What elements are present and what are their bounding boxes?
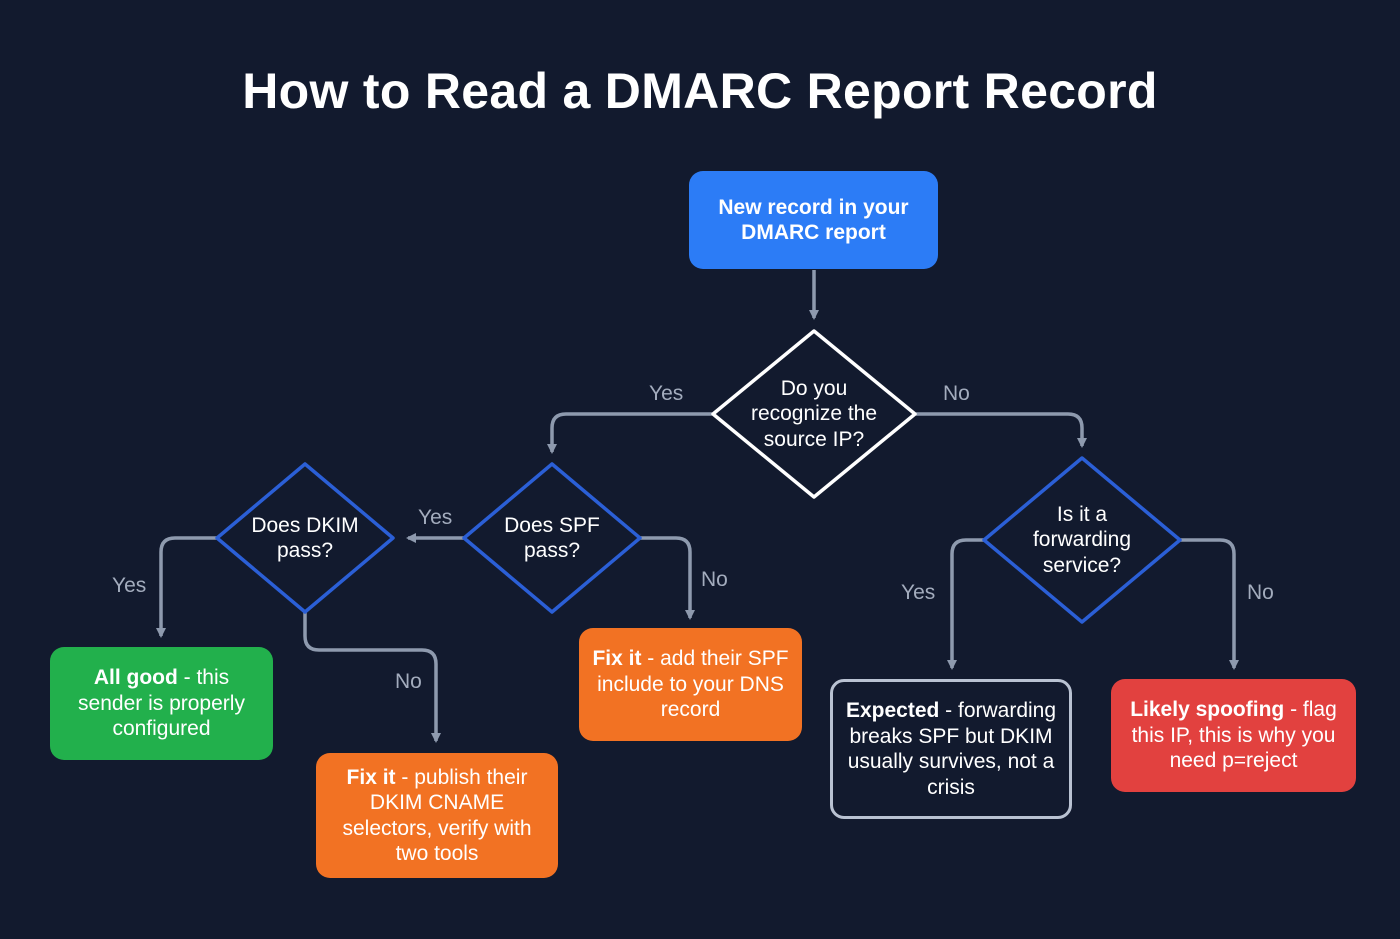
edge-recognize-no (916, 412, 1087, 448)
edge-spf-no (640, 536, 695, 620)
outcome-spoofing-text: - flag this IP, this is why you need p=r… (1131, 698, 1337, 773)
decision-spf-pass-text: Does SPF pass? (504, 513, 600, 563)
outcome-likely-spoofing: Likely spoofing - flag this IP, this is … (1111, 679, 1356, 792)
outcome-expected-text: - forwarding breaks SPF but DKIM usually… (847, 699, 1057, 799)
edge-label-spf-no: No (701, 568, 728, 591)
decision-dkim-pass-shape (215, 462, 395, 614)
edge-dkim-yes (156, 536, 217, 638)
decision-forwarding-text: Is it a forwarding service? (1032, 502, 1132, 577)
outcome-all-good-bold: All good (93, 666, 178, 690)
edge-label-recognize-yes: Yes (649, 382, 684, 405)
decision-recognize-ip-shape (711, 329, 917, 499)
decision-forwarding-shape (982, 456, 1182, 624)
edge-forwarding-yes (947, 538, 986, 670)
outcome-expected: Expected - forwarding breaks SPF but DKI… (830, 679, 1072, 819)
edge-label-spf-yes: Yes (418, 506, 453, 529)
outcome-expected-bold: Expected (845, 699, 940, 722)
outcome-all-good: All good - this sender is properly confi… (50, 647, 273, 760)
page-title: How to Read a DMARC Report Record (242, 63, 1158, 119)
outcome-fix-dkim-bold: Fix it (346, 765, 396, 789)
start-node: New record in your DMARC report (689, 171, 938, 269)
edge-label-forwarding-yes: Yes (901, 581, 936, 604)
edge-label-recognize-no: No (943, 382, 970, 405)
edge-dkim-no (303, 612, 441, 743)
edge-label-dkim-yes: Yes (112, 574, 147, 597)
edge-label-dkim-no: No (395, 670, 422, 693)
outcome-fix-dkim: Fix it - publish their DKIM CNAME select… (316, 753, 558, 878)
outcome-fix-dkim-text: - publish their DKIM CNAME selectors, ve… (342, 765, 532, 866)
edge-recognize-yes (547, 412, 712, 454)
edge-forwarding-no (1180, 538, 1239, 670)
decision-dkim-pass-text: Does DKIM pass? (251, 513, 359, 563)
outcome-spoofing-bold: Likely spoofing (1130, 698, 1285, 722)
edge-label-forwarding-no: No (1247, 581, 1274, 604)
outcome-all-good-text: - this sender is properly configured (78, 666, 245, 741)
outcome-fix-spf: Fix it - add their SPF include to your D… (579, 628, 802, 741)
start-node-text: New record in your DMARC report (718, 195, 909, 245)
outcome-fix-spf-text: - add their SPF include to your DNS reco… (597, 647, 789, 722)
outcome-fix-spf-bold: Fix it (592, 647, 642, 671)
decision-recognize-ip-text: Do you recognize the source IP? (750, 376, 878, 451)
decision-spf-pass-shape (462, 462, 642, 614)
